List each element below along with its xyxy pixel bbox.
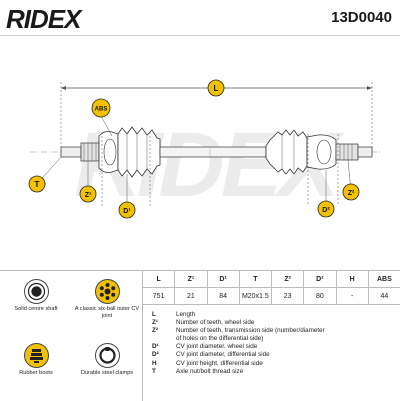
legend-text: CV joint diameter, differential side: [176, 351, 270, 359]
length-marker-label: L: [214, 84, 219, 93]
legend-row: Z¹ Number of teeth, wheel side: [152, 319, 392, 327]
feature-label: Solid centre shaft: [14, 306, 58, 312]
leader-lines: [36, 115, 352, 210]
legend: L Length Z¹ Number of teeth, wheel side Z²…: [152, 311, 392, 376]
legend-symbol: [152, 335, 176, 343]
value-t: M20x1.5: [240, 288, 272, 304]
feature-steel-clamps: Durable steel clamps: [71, 343, 143, 377]
d2-marker: [317, 200, 335, 218]
thread-marker-label: T: [35, 180, 40, 189]
value-d2: 80: [304, 288, 337, 304]
col-header-d2: D²: [304, 271, 337, 287]
feature-panel: Solid centre shaft A classic six-ball ou…: [0, 271, 143, 401]
col-header-h: H: [337, 271, 369, 287]
thread-marker: [28, 175, 46, 193]
legend-text: Number of teeth, transmission side (numb…: [176, 327, 325, 335]
rubber-boot-icon: [23, 343, 49, 368]
legend-symbol: D²: [152, 351, 159, 359]
z1-marker-label: Z¹: [85, 192, 92, 199]
inner-cv-joint: [306, 134, 337, 170]
drive-shaft-diagram: RIDEX L: [0, 36, 400, 270]
col-header-t: T: [240, 271, 272, 287]
six-ball-joint-icon: [94, 279, 120, 304]
value-z2: 23: [272, 288, 305, 304]
legend-symbol: H: [152, 359, 157, 367]
z1-marker: [79, 185, 97, 203]
legend-symbol: T: [152, 367, 156, 375]
value-l: 751: [143, 288, 176, 304]
solid-shaft-icon: [23, 279, 49, 304]
col-header-z1: Z¹: [175, 271, 208, 287]
value-z1: 21: [175, 288, 208, 304]
transmission-side-stub: [335, 143, 373, 161]
spec-table-row: 751 21 84 M20x1.5 23 80 - 44: [143, 288, 400, 305]
col-header-d1: D¹: [208, 271, 240, 287]
feature-label: Rubber boots: [19, 370, 53, 376]
length-marker: [207, 79, 225, 97]
legend-row: Z² Number of teeth, transmission side (nu…: [152, 327, 392, 335]
abs-marker: [91, 98, 111, 118]
d2-marker-label: D²: [322, 207, 330, 214]
legend-text: Axle nut/bolt thread size: [176, 367, 244, 375]
diagram-svg: RIDEX L: [28, 79, 380, 219]
legend-symbol: L: [152, 311, 156, 318]
col-header-z2: Z²: [272, 271, 305, 287]
value-d1: 84: [208, 288, 240, 304]
z2-marker-label: Z²: [348, 190, 355, 197]
legend-text: CV joint diameter, wheel side: [176, 343, 258, 351]
abs-marker-label: ABS: [95, 107, 108, 113]
feature-solid-shaft: Solid centre shaft: [0, 279, 72, 313]
legend-row: of holes on the differential side): [152, 335, 392, 343]
feature-label: A classic six-ball outer CV joint: [74, 306, 140, 319]
spec-table-header: L Z¹ D¹ T Z² D² H ABS: [143, 271, 400, 288]
legend-text: CV joint height, differential side: [176, 359, 263, 367]
feature-six-ball-joint: A classic six-ball outer CV joint: [71, 279, 143, 319]
legend-text: of holes on the differential side): [176, 335, 264, 343]
col-header-abs: ABS: [376, 276, 392, 283]
wheel-side-stub: [60, 142, 100, 162]
legend-row: H CV joint height, differential side: [152, 360, 392, 368]
d1-marker-label: D¹: [123, 208, 131, 215]
value-h: -: [337, 288, 369, 304]
feature-label: Durable steel clamps: [80, 370, 134, 376]
legend-symbol: Z²: [152, 327, 158, 335]
d1-marker: [118, 201, 136, 219]
feature-rubber-boots: Rubber boots: [0, 343, 72, 377]
spec-area: Solid centre shaft A classic six-ball ou…: [0, 270, 400, 401]
legend-text: Number of teeth, wheel side: [176, 319, 255, 327]
col-header-l: L: [143, 271, 176, 287]
spec-table: L Z¹ D¹ T Z² D² H ABS 751 21 84 M20x1.5 …: [143, 271, 400, 305]
legend-row: T Axle nut/bolt thread size: [152, 368, 392, 376]
steel-clamp-icon: [94, 343, 120, 368]
outer-boot: [117, 126, 161, 178]
legend-row: D² CV joint diameter, differential side: [152, 351, 392, 359]
legend-symbol: D¹: [152, 343, 159, 351]
legend-symbol: Z¹: [152, 319, 158, 327]
legend-row: L Length: [152, 311, 392, 319]
z2-marker: [342, 183, 360, 201]
legend-text: Length: [176, 311, 196, 318]
brand-logo: RIDEX: [6, 4, 81, 34]
header: RIDEX 13D0040: [0, 0, 400, 36]
centre-shaft: [159, 146, 267, 158]
legend-row: D¹ CV joint diameter, wheel side: [152, 343, 392, 351]
value-abs: 44: [380, 293, 389, 300]
part-number: 13D0040: [331, 9, 392, 26]
